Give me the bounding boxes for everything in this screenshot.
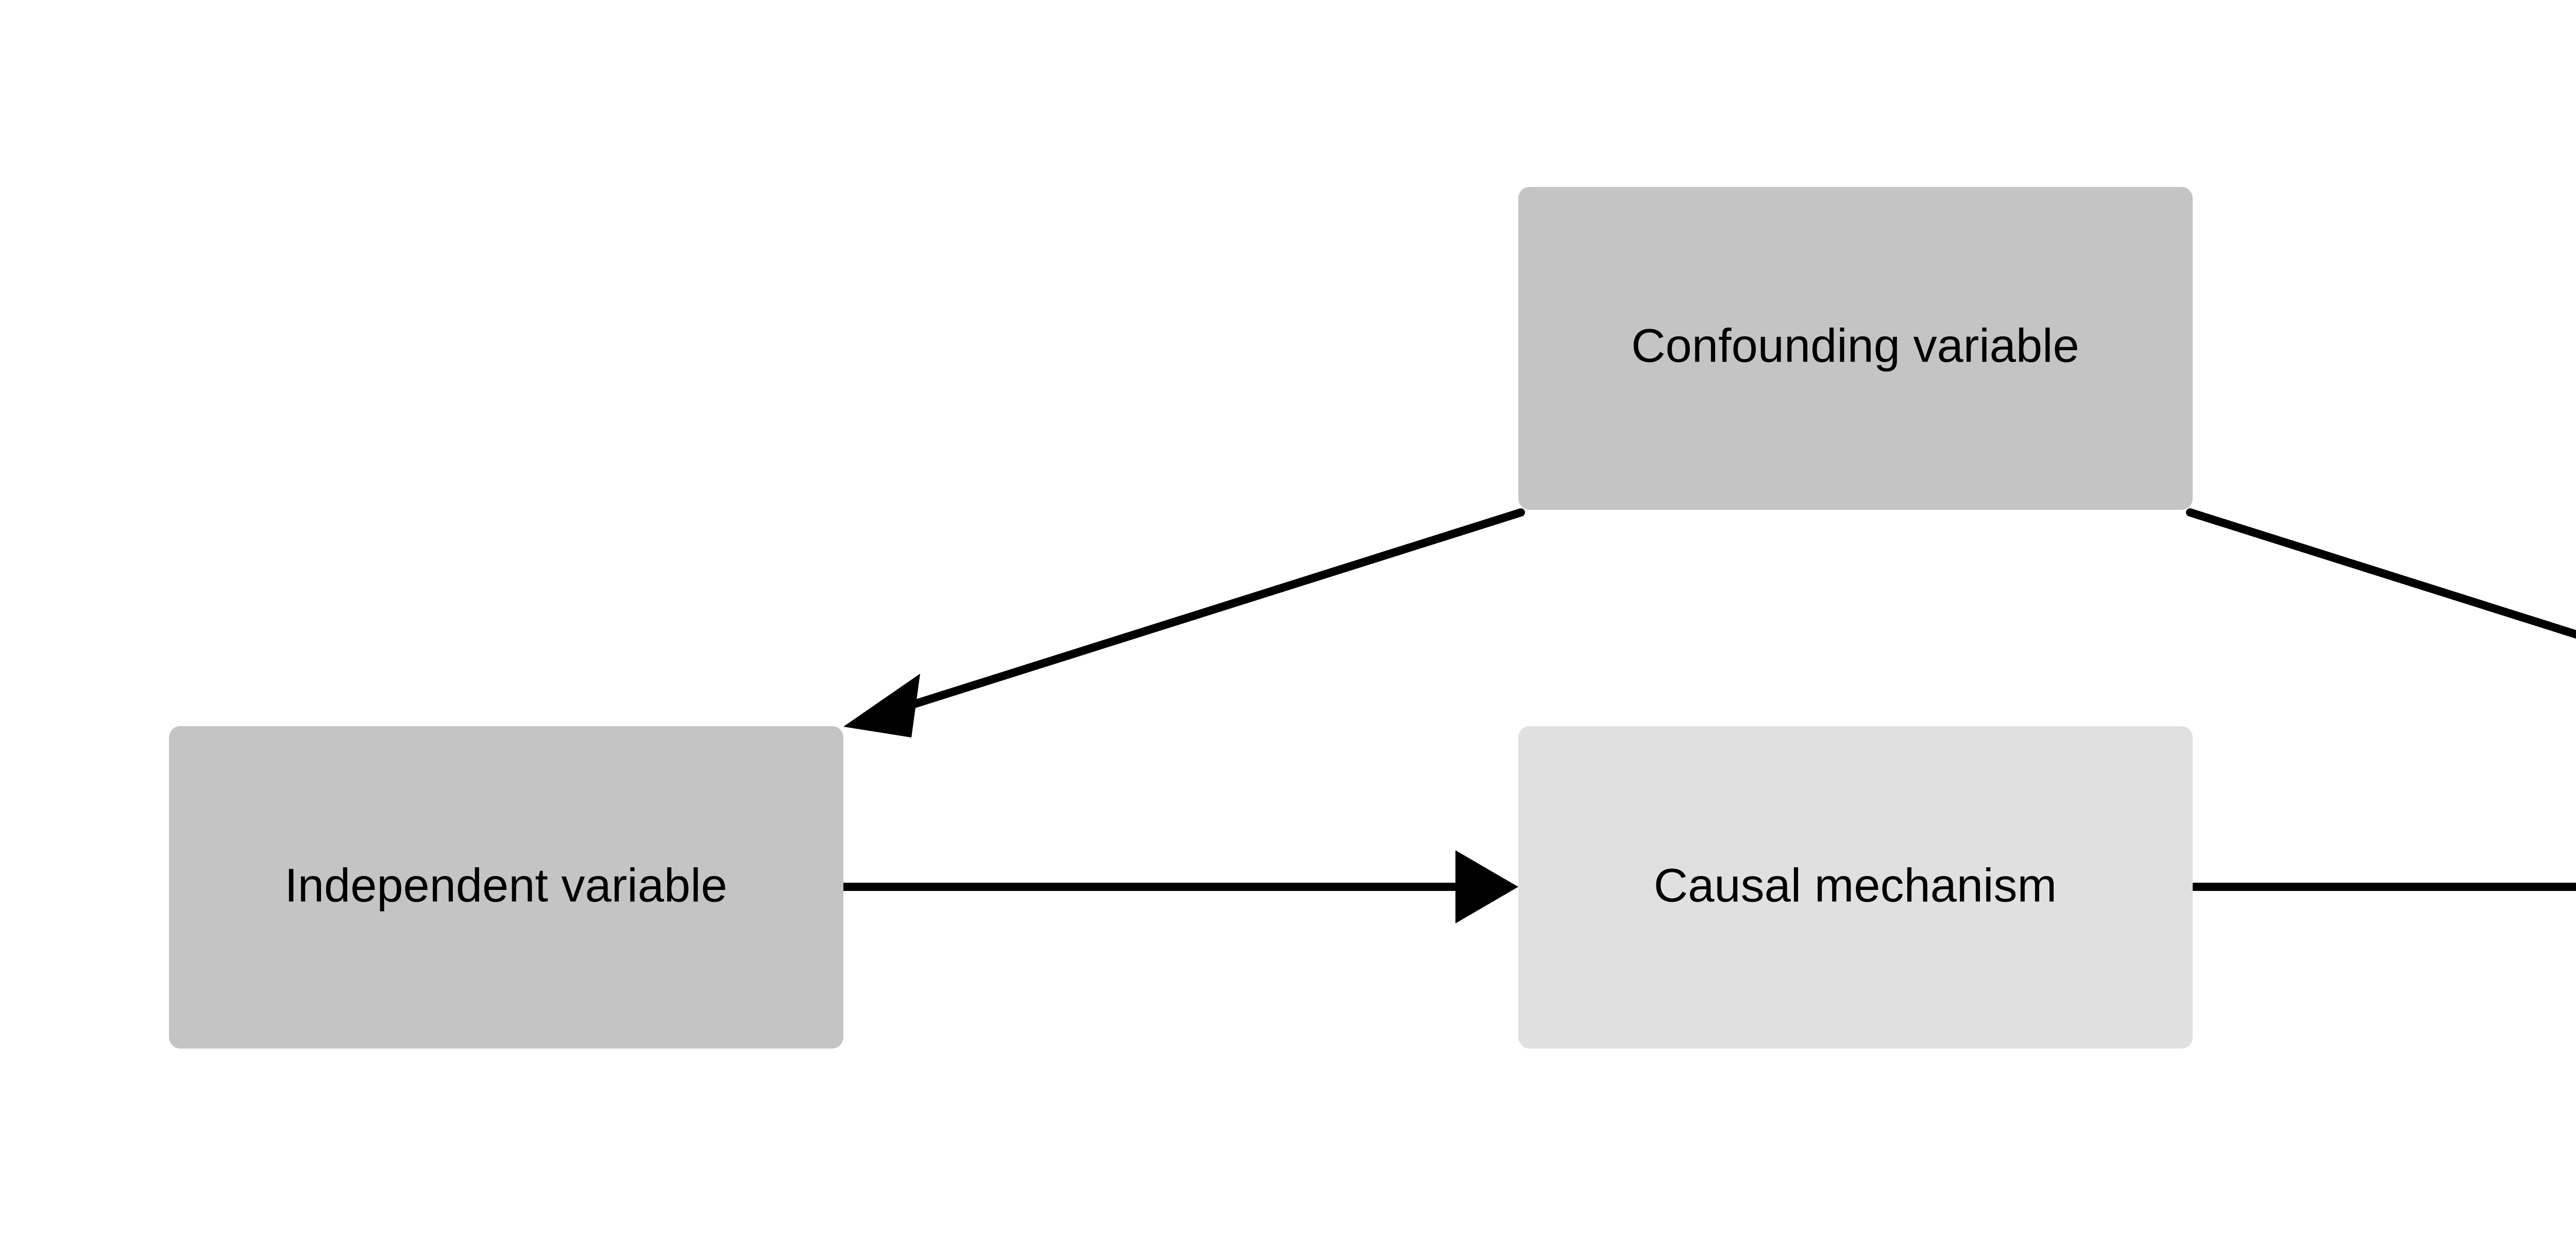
- arrowhead-icon: [1455, 850, 1518, 923]
- node-box: [1518, 726, 2193, 1049]
- edge-confounding-to-independent[interactable]: [843, 508, 1525, 737]
- edge-line: [892, 508, 1525, 714]
- edge-mechanism-to-dependent[interactable]: [2189, 850, 2576, 923]
- node-causal-mechanism[interactable]: Causal mechanism: [1518, 726, 2193, 1049]
- edge-confounding-to-dependent[interactable]: [2186, 508, 2576, 737]
- node-confounding-variable[interactable]: Confounding variable: [1518, 187, 2193, 510]
- node-independent-variable[interactable]: Independent variable: [169, 726, 843, 1049]
- edge-independent-to-mechanism[interactable]: [839, 850, 1518, 923]
- node-label: Independent variable: [284, 859, 727, 912]
- node-label: Causal mechanism: [1654, 859, 2057, 912]
- node-box: [1518, 187, 2193, 510]
- arrowhead-icon: [843, 674, 920, 737]
- node-label: Confounding variable: [1631, 319, 2079, 372]
- edge-line: [2186, 508, 2576, 639]
- node-box: [169, 726, 843, 1049]
